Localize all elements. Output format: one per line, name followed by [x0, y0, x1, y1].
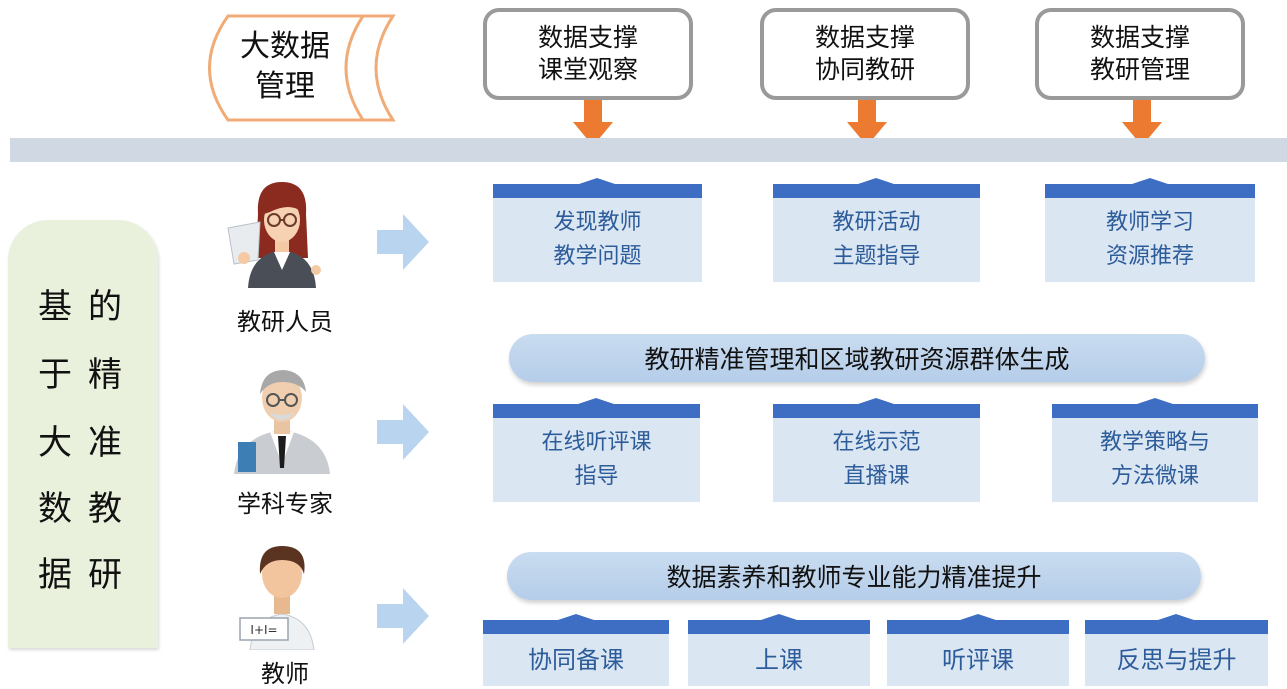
- panel-char: 研: [88, 555, 122, 595]
- task-box-teaching: 上课: [688, 614, 870, 686]
- panel-char: 精: [88, 355, 122, 395]
- panel-char: 大: [38, 423, 72, 463]
- panel-char: 的: [88, 287, 122, 327]
- panel-char: 准: [88, 423, 122, 463]
- elderly-expert-icon: [234, 370, 330, 474]
- teacher-icon: I+I=: [239, 546, 315, 650]
- task-box-demo-livestream: 在线示范直播课: [773, 398, 980, 502]
- role-label-teacher: 教师: [261, 660, 309, 688]
- panel-char: 据: [38, 555, 72, 595]
- task-box-co-preparation: 协同备课: [483, 614, 669, 686]
- right-arrow-icon: [377, 588, 429, 644]
- orange-down-arrow-icon: [847, 100, 887, 146]
- role-label-expert: 学科专家: [237, 490, 333, 518]
- precision-research-panel: [8, 220, 158, 648]
- panel-char: 教: [88, 489, 122, 529]
- female-researcher-icon: [227, 182, 321, 288]
- divider-band: [10, 138, 1287, 162]
- task-box-discover-problems: 发现教师教学问题: [493, 178, 702, 282]
- support-box-research-management: 数据支撑教研管理: [1035, 8, 1245, 100]
- panel-char: 于: [38, 355, 72, 395]
- task-box-reflection: 反思与提升: [1085, 614, 1268, 686]
- scroll-shape: [208, 14, 396, 122]
- role-label-researcher: 教研人员: [237, 308, 333, 336]
- task-box-online-evaluation: 在线听评课指导: [493, 398, 700, 502]
- task-box-evaluation: 听评课: [887, 614, 1069, 686]
- task-box-strategy-microcourse: 教学策略与方法微课: [1052, 398, 1258, 502]
- support-box-classroom-observation: 数据支撑课堂观察: [483, 8, 693, 100]
- right-arrow-icon: [377, 214, 429, 270]
- orange-down-arrow-icon: [1122, 100, 1162, 146]
- task-box-resource-recommendation: 教师学习资源推荐: [1045, 178, 1255, 282]
- teacher-card-text: I+I=: [250, 623, 277, 637]
- right-arrow-icon: [377, 404, 429, 460]
- orange-down-arrow-icon: [573, 100, 613, 146]
- panel-char: 数: [38, 489, 72, 529]
- support-box-collaborative-research: 数据支撑协同教研: [760, 8, 970, 100]
- panel-char: 基: [38, 287, 72, 327]
- pill-data-literacy: 数据素养和教师专业能力精准提升: [507, 552, 1201, 600]
- pill-research-management: 教研精准管理和区域教研资源群体生成: [509, 334, 1205, 382]
- task-box-topic-guidance: 教研活动主题指导: [773, 178, 980, 282]
- big-data-management-label: 大数据 管理: [240, 29, 330, 104]
